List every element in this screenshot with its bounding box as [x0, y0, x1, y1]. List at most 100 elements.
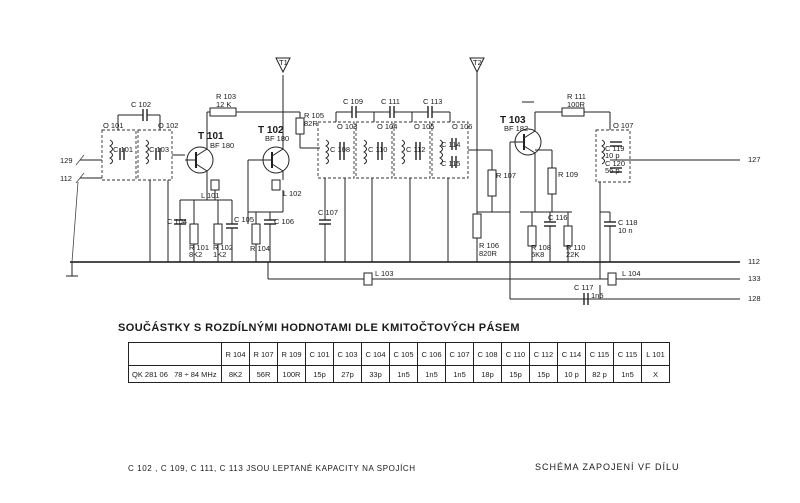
- label-t102: T 102: [258, 125, 284, 136]
- table-cell: 27p: [333, 365, 362, 383]
- label-o101: O 101: [103, 121, 123, 130]
- table-cell: 8K2: [221, 365, 250, 383]
- label-o102: O 102: [158, 121, 178, 130]
- label-c118: C 118: [618, 218, 637, 227]
- coil-o102: [145, 139, 149, 165]
- table-header-cell: C 106: [417, 342, 446, 366]
- terminal-mark-129: [75, 154, 85, 166]
- terminal-mark-112: [75, 172, 85, 184]
- table-cell: 1n5: [445, 365, 474, 383]
- table-cell: 15p: [529, 365, 558, 383]
- label-t101: T 101: [198, 131, 224, 142]
- table-header-cell: R 107: [249, 342, 278, 366]
- label-r104: R 104: [250, 244, 270, 253]
- type-t101: BF 180: [210, 141, 234, 150]
- label-c101: C 101: [113, 145, 133, 154]
- table-header-cell: C 105: [389, 342, 418, 366]
- label-c119: C 119: [605, 144, 624, 153]
- label-o106: O 106: [452, 122, 472, 131]
- label-c111: C 111: [381, 97, 400, 106]
- table-header-cell: C 108: [473, 342, 502, 366]
- label-l101: L 101: [201, 191, 220, 200]
- table-cell: 18p: [473, 365, 502, 383]
- label-l103: L 103: [375, 269, 394, 278]
- value-r103: 12 K: [216, 100, 231, 109]
- label-l102: L 102: [283, 189, 302, 198]
- band-code: QK 281 06: [132, 369, 168, 379]
- label-r108: R 108: [531, 243, 551, 252]
- label-c112: C 112: [406, 145, 425, 154]
- coil-o101: [109, 139, 113, 165]
- value-r105: 82R: [304, 119, 318, 128]
- table-cell: 15p: [305, 365, 334, 383]
- table-header-cell: C 115: [585, 342, 614, 366]
- table-header-cell: R 104: [221, 342, 250, 366]
- terminal-112-in: 112: [60, 174, 72, 183]
- coil-o103: [325, 139, 329, 165]
- test-point-t1: [275, 57, 291, 74]
- type-t102: BF 180: [265, 134, 289, 143]
- table-header-cell: C 104: [361, 342, 390, 366]
- table-cell: 100R: [277, 365, 306, 383]
- label-r111: R 111: [567, 92, 586, 101]
- table-cell: 1n5: [389, 365, 418, 383]
- table-header-cell: C 112: [529, 342, 558, 366]
- terminal-133: 133: [748, 274, 761, 283]
- label-c105: C 105: [234, 215, 254, 224]
- value-r110: 22K: [566, 250, 579, 259]
- table-header-cell: C 114: [557, 342, 586, 366]
- table-header-cell: C 107: [445, 342, 474, 366]
- value-c118: 10 n: [618, 226, 633, 235]
- label-r101: R 101: [189, 243, 209, 252]
- value-r111: 100R: [567, 100, 586, 109]
- inductor-l102: [271, 179, 281, 191]
- terminal-127: 127: [748, 155, 761, 164]
- coil-box-o107: [595, 129, 631, 183]
- value-c119: 10 p: [605, 151, 620, 160]
- label-c114: C 114: [441, 140, 460, 149]
- label-r106: R 106: [479, 241, 499, 250]
- table-cell: 15p: [501, 365, 530, 383]
- table-header-cell: C 103: [333, 342, 362, 366]
- coil-o105: [401, 139, 405, 165]
- label-c117: C 117: [574, 283, 593, 292]
- inductor-l103: [363, 272, 373, 286]
- table-cell: X: [641, 365, 670, 383]
- coil-o107: [601, 139, 605, 165]
- resistor-r105: [295, 117, 305, 135]
- label-tp1: T1: [279, 58, 288, 67]
- label-tp2: T2: [473, 58, 482, 67]
- label-c110: C 110: [368, 145, 387, 154]
- label-r110: R 110: [566, 243, 585, 252]
- resistor-r102: [213, 223, 223, 245]
- label-r103: R 103: [216, 92, 236, 101]
- vf-schematic: 112 133 128 127 129 112 O 101 O 102 C 10…: [60, 57, 761, 305]
- table-cell: 56R: [249, 365, 278, 383]
- table-header-row: R 104 R 107 R 109 C 101 C 103 C 104 C 10…: [128, 342, 670, 366]
- label-r109: R 109: [558, 170, 578, 179]
- resistor-r111: [561, 107, 585, 117]
- label-c109: C 109: [343, 97, 363, 106]
- value-r102: 1K2: [213, 250, 226, 259]
- label-r105: R 105: [304, 111, 324, 120]
- schematic-caption: SCHÉMA ZAPOJENÍ VF DÍLU: [535, 462, 680, 472]
- label-c107: C 107: [318, 208, 338, 217]
- table-row-label: QK 281 06 78 ÷ 84 MHz: [128, 365, 222, 383]
- coil-o104: [363, 139, 367, 165]
- value-r108: 6K8: [531, 250, 544, 259]
- terminal-112-out: 112: [748, 257, 760, 266]
- table-cell: 10 p: [557, 365, 586, 383]
- value-c117: 1n5: [591, 291, 604, 300]
- table-header-cell: C 115: [613, 342, 642, 366]
- label-c115: C 115: [441, 159, 460, 168]
- label-c113: C 113: [423, 97, 442, 106]
- label-o104: O 104: [377, 122, 397, 131]
- coil-o106: [439, 139, 443, 165]
- value-r106: 820R: [479, 249, 498, 258]
- resistor-r103: [209, 107, 237, 117]
- table-header-cell: C 101: [305, 342, 334, 366]
- table-header-cell: R 109: [277, 342, 306, 366]
- table-header-cell: L 101: [641, 342, 670, 366]
- table-row: QK 281 06 78 ÷ 84 MHz 8K2 56R 100R 15p 2…: [128, 365, 670, 383]
- label-c103: C 103: [149, 145, 169, 154]
